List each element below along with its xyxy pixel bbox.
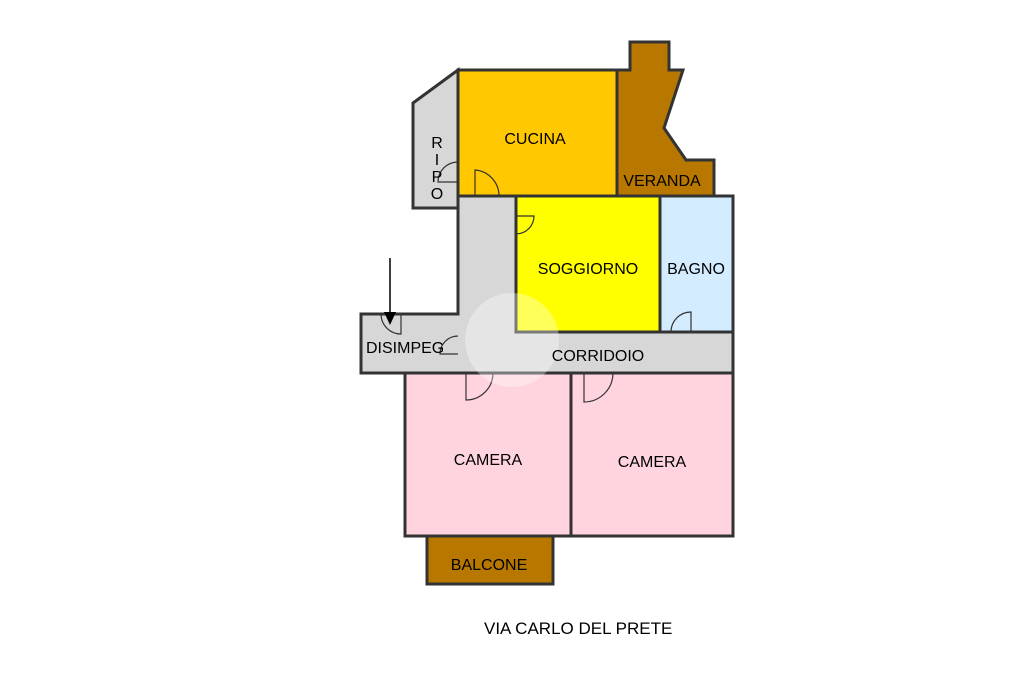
entrance-arrow-icon bbox=[384, 258, 396, 325]
balcone-room bbox=[425, 534, 555, 586]
balcone-label: BALCONE bbox=[451, 557, 527, 574]
camera-label-1: CAMERA bbox=[454, 452, 523, 469]
ripostiglio-letter-3: P bbox=[432, 169, 443, 186]
door-swing-soggiorno bbox=[515, 215, 535, 235]
door-swing-disimpegno bbox=[380, 313, 402, 335]
bagno-label: BAGNO bbox=[667, 261, 725, 278]
soggiorno-label: SOGGIORNO bbox=[538, 261, 638, 278]
ripostiglio-letter-4: O bbox=[431, 186, 443, 203]
disimpegno-label: DISIMPEG bbox=[366, 340, 444, 357]
camera-room-1 bbox=[403, 371, 573, 538]
door-swing-ripo bbox=[437, 161, 459, 183]
veranda-label: VERANDA bbox=[623, 173, 701, 190]
ripostiglio-letter-1: R bbox=[431, 135, 443, 152]
watermark bbox=[465, 293, 559, 387]
corridoio-label: CORRIDOIO bbox=[552, 348, 644, 365]
door-swing-camera-2 bbox=[583, 372, 614, 403]
street-name: VIA CARLO DEL PRETE bbox=[484, 619, 673, 638]
cucina-label: CUCINA bbox=[504, 131, 566, 148]
door-swing-corridoio bbox=[439, 335, 459, 355]
door-swing-cucina bbox=[474, 169, 500, 197]
camera-room-2 bbox=[569, 371, 735, 538]
ripostiglio-letter-2: I bbox=[435, 152, 439, 169]
veranda-room bbox=[615, 40, 716, 198]
camera-label-2: CAMERA bbox=[618, 454, 687, 471]
door-swing-bagno bbox=[670, 311, 692, 333]
bagno-room bbox=[658, 194, 735, 334]
door-swings bbox=[380, 161, 692, 403]
door-swing-camera-1 bbox=[465, 372, 494, 401]
